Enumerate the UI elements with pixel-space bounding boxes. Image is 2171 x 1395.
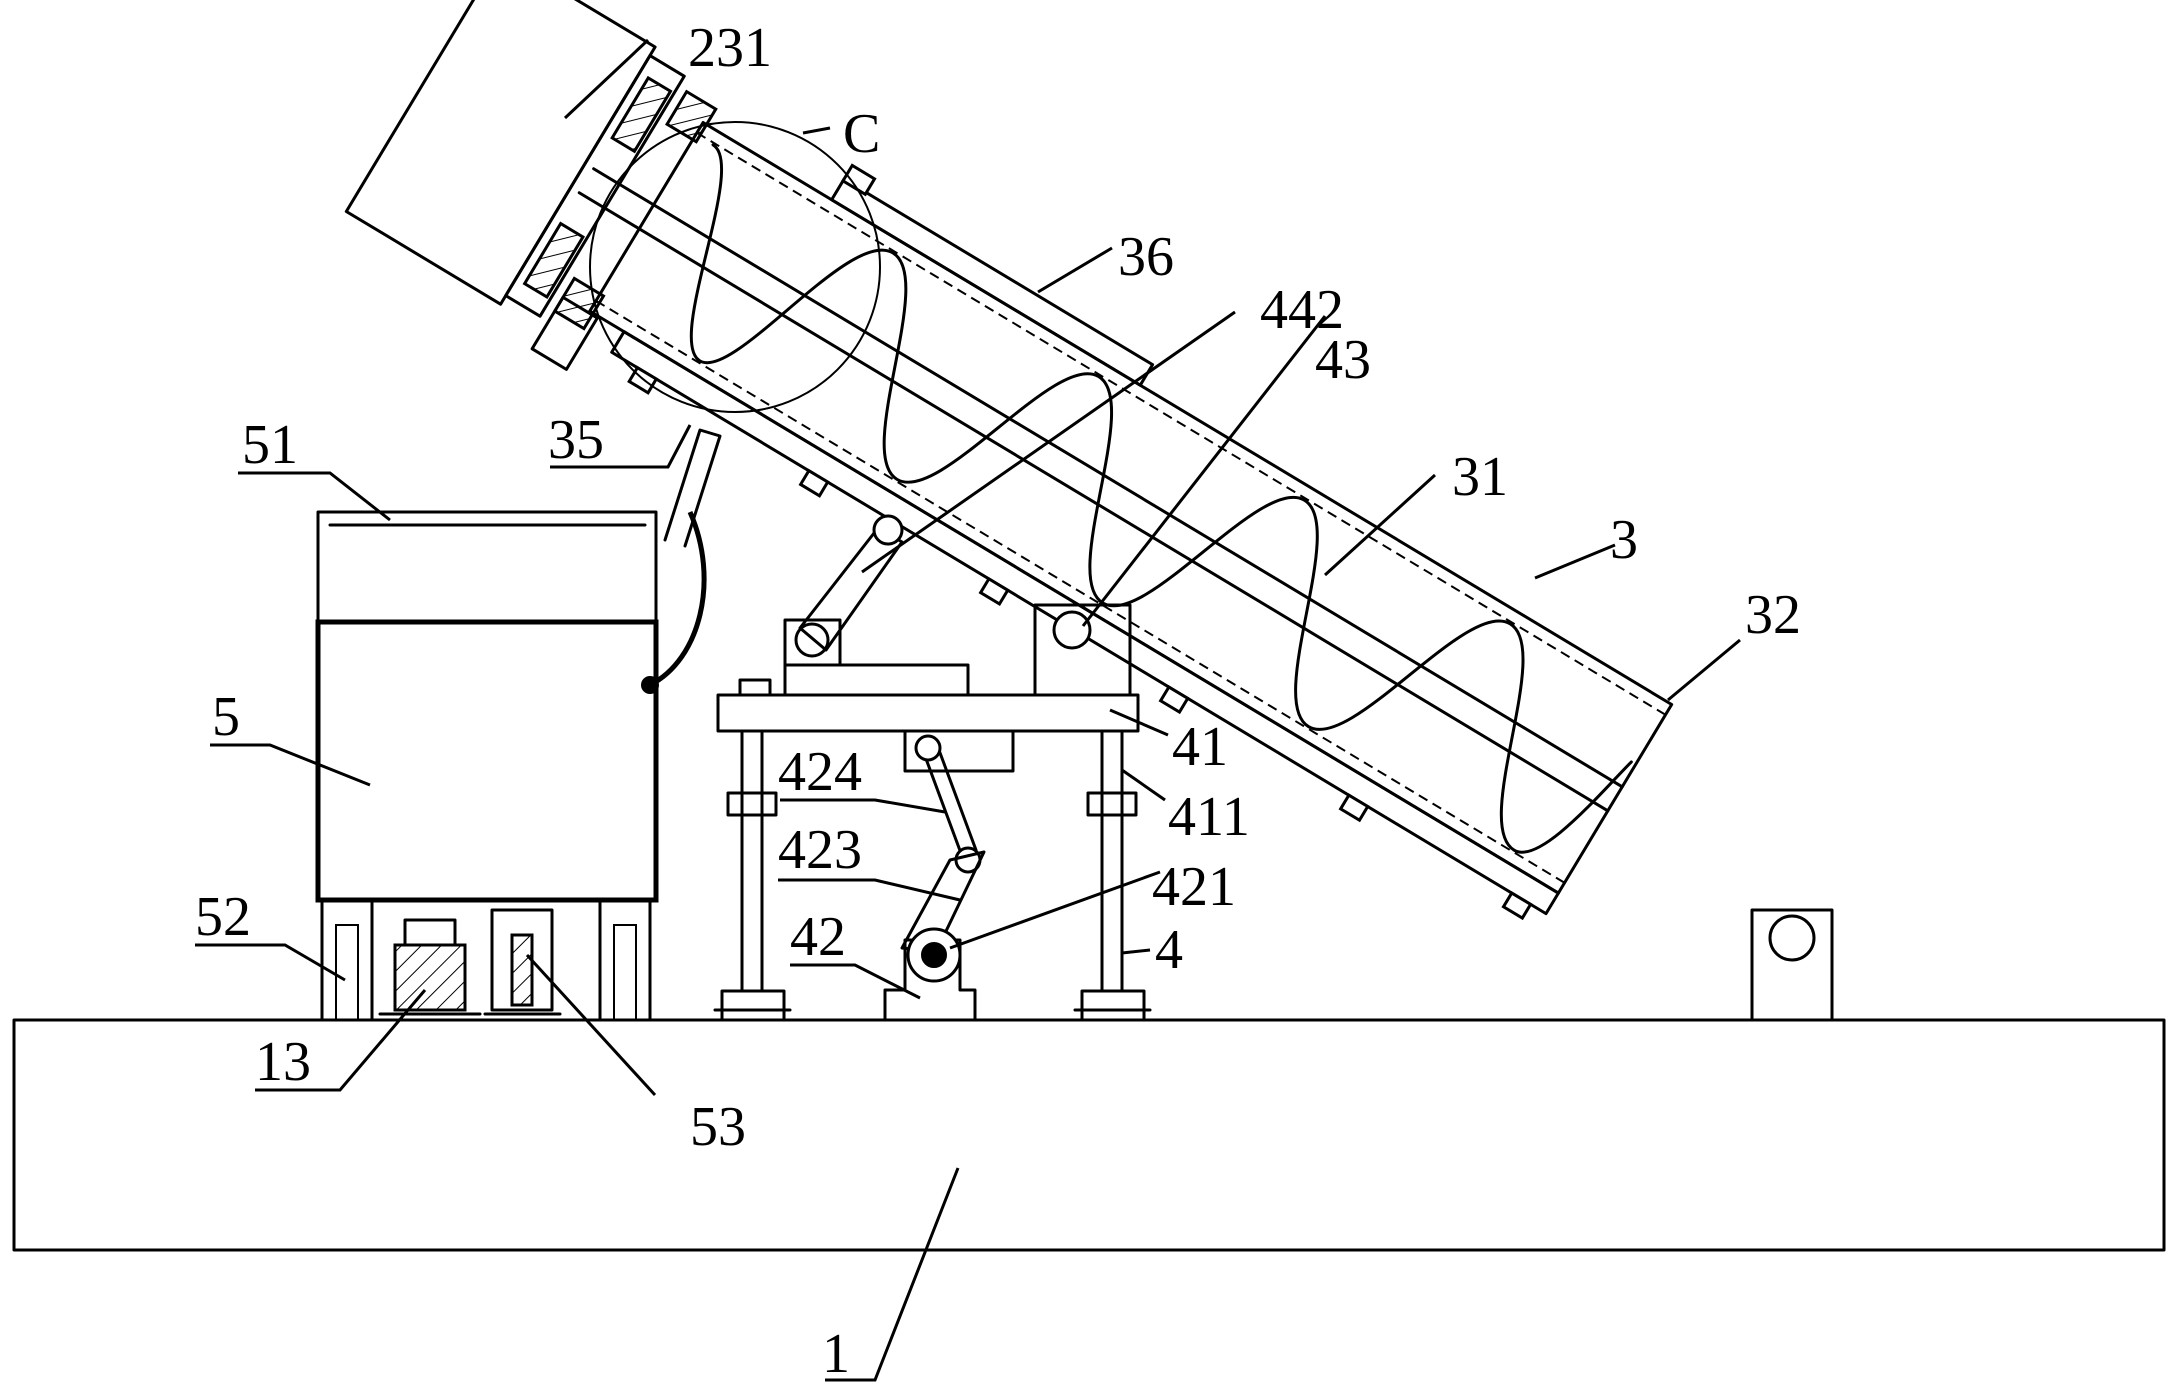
turnbuckle-top-pin bbox=[914, 734, 942, 762]
label-423: 423 bbox=[778, 819, 862, 881]
motor-base-42 bbox=[883, 938, 977, 1022]
label-43: 43 bbox=[1315, 329, 1371, 391]
label-4: 4 bbox=[1155, 919, 1183, 981]
leader-31 bbox=[1323, 473, 1437, 577]
support-plate-41 bbox=[716, 693, 1140, 733]
label-424: 424 bbox=[778, 741, 862, 803]
label-32: 32 bbox=[1745, 584, 1801, 646]
clamp-bottom-6 bbox=[1501, 890, 1533, 921]
clamp-bottom-3 bbox=[978, 576, 1010, 606]
bin-leg-right bbox=[598, 898, 652, 1022]
label-51: 51 bbox=[242, 414, 298, 476]
leader-4 bbox=[1121, 948, 1151, 955]
label-52: 52 bbox=[195, 886, 251, 948]
pivot-bracket-43 bbox=[1033, 603, 1132, 697]
leader-5 bbox=[210, 743, 371, 787]
column-foot-left bbox=[720, 989, 786, 1022]
flange-block-lower bbox=[522, 221, 586, 300]
bin-door-pin bbox=[641, 676, 659, 694]
bin-chute bbox=[663, 428, 722, 548]
label-c: C bbox=[843, 103, 880, 165]
pivot-pin-43 bbox=[1052, 610, 1092, 650]
leader-52 bbox=[195, 943, 346, 982]
clamp-bottom-5 bbox=[1338, 793, 1370, 823]
leader-3 bbox=[1534, 543, 1616, 580]
label-36: 36 bbox=[1118, 226, 1174, 288]
leader-424 bbox=[780, 798, 946, 814]
clamp-bottom-2 bbox=[798, 468, 830, 498]
label-31: 31 bbox=[1452, 446, 1508, 508]
end-flange bbox=[504, 54, 686, 318]
label-41: 41 bbox=[1172, 716, 1228, 778]
tube-liner-lower bbox=[595, 299, 1566, 884]
detail-circle-c bbox=[589, 121, 881, 413]
label-421: 421 bbox=[1152, 856, 1236, 918]
column-left bbox=[740, 729, 764, 993]
plate-tab bbox=[738, 678, 772, 697]
label-53: 53 bbox=[690, 1096, 746, 1158]
guide-53 bbox=[490, 908, 554, 1012]
screw-shaft-bottom bbox=[577, 191, 1610, 813]
leader-43 bbox=[1081, 315, 1327, 627]
leader-411 bbox=[1121, 768, 1166, 802]
support-plate-upper-block bbox=[783, 663, 970, 697]
motor-shaft-inner bbox=[921, 942, 947, 968]
bin-lid-51 bbox=[316, 510, 658, 624]
leader-442 bbox=[861, 310, 1236, 574]
leader-51 bbox=[238, 471, 391, 522]
bin-door-arc bbox=[648, 510, 707, 688]
label-231: 231 bbox=[688, 17, 772, 79]
base-platform bbox=[12, 1018, 2166, 1252]
label-411: 411 bbox=[1168, 786, 1250, 848]
leader-421 bbox=[949, 870, 1161, 950]
label-442: 442 bbox=[1260, 279, 1344, 341]
leader-41 bbox=[1109, 708, 1169, 737]
label-3: 3 bbox=[1610, 509, 1638, 571]
link-442-top-pin bbox=[872, 514, 904, 546]
label-35: 35 bbox=[548, 409, 604, 471]
label-5: 5 bbox=[212, 686, 240, 748]
flange-block-upper bbox=[610, 75, 673, 154]
pivot-support-right bbox=[1750, 908, 1834, 1022]
leader-c bbox=[802, 126, 831, 135]
leader-32 bbox=[1667, 638, 1741, 702]
column-foot-right bbox=[1080, 989, 1146, 1022]
bin-leg-right-inner bbox=[613, 924, 637, 1021]
bin-leg-left-inner bbox=[335, 924, 359, 1021]
label-42: 42 bbox=[790, 906, 846, 968]
bin-leg-left bbox=[320, 898, 374, 1022]
label-1: 1 bbox=[822, 1323, 850, 1385]
column-collar-left bbox=[726, 791, 778, 817]
leader-53 bbox=[525, 953, 657, 1097]
leader-42 bbox=[790, 963, 921, 1000]
clamp-top-1 bbox=[840, 163, 877, 197]
screw-blade bbox=[689, 143, 1633, 854]
link-442 bbox=[798, 526, 904, 652]
label-13: 13 bbox=[255, 1031, 311, 1093]
actuator-block bbox=[903, 729, 1015, 773]
guide-53-inner bbox=[510, 933, 534, 1007]
pivot-bracket-left bbox=[783, 618, 842, 667]
load-cell-cap bbox=[403, 918, 457, 947]
leader-13 bbox=[255, 989, 427, 1092]
leader-231 bbox=[563, 38, 650, 120]
clamp-bottom-4 bbox=[1158, 684, 1190, 715]
tube-liner-upper bbox=[696, 131, 1667, 716]
screw-shaft-top bbox=[592, 167, 1624, 789]
bin-body-5 bbox=[315, 619, 659, 903]
leader-1 bbox=[825, 1167, 960, 1382]
leader-35 bbox=[550, 424, 692, 469]
outlet-chute-35 bbox=[530, 295, 599, 371]
leader-36 bbox=[1037, 246, 1113, 294]
leader-423 bbox=[778, 878, 961, 902]
column-right bbox=[1100, 729, 1124, 993]
load-cell-13 bbox=[393, 943, 467, 1012]
column-collar-right bbox=[1086, 791, 1138, 817]
pivot-pin-right bbox=[1768, 914, 1816, 962]
hopper-231 bbox=[344, 0, 657, 306]
